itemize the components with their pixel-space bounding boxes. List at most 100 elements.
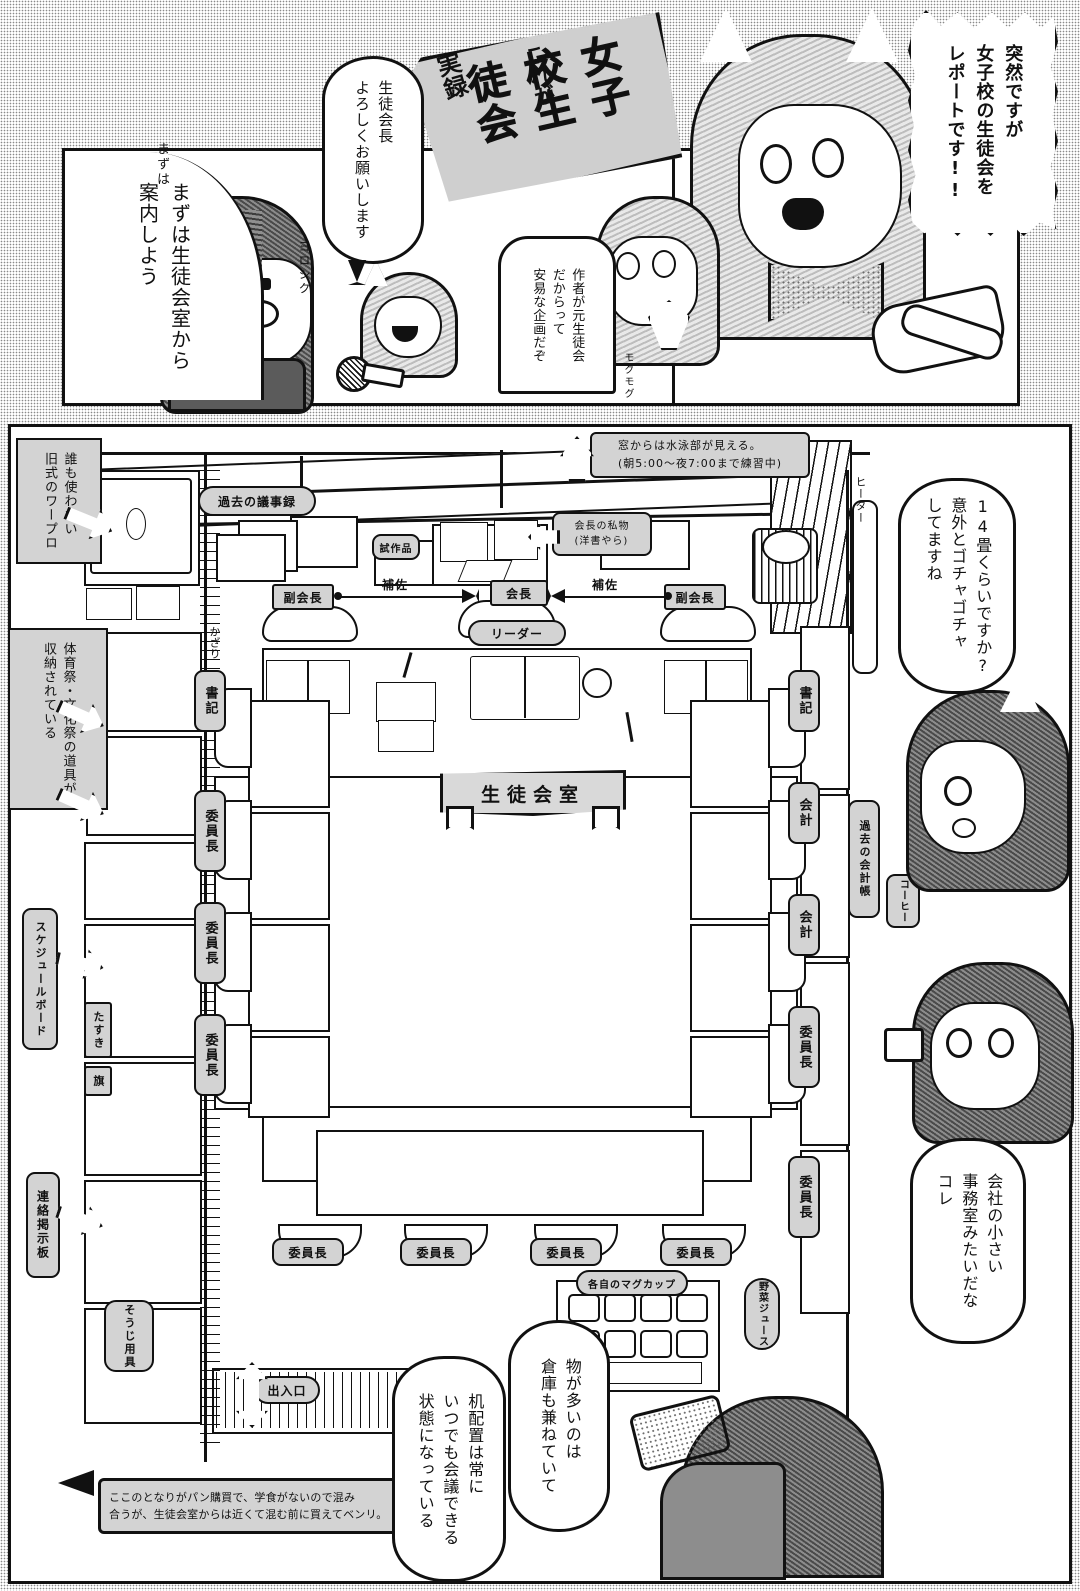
leadline-assist-right xyxy=(556,596,668,598)
tag-vice-president-left-text: 副会長 xyxy=(283,590,323,605)
wordprocessor-screen xyxy=(126,508,146,540)
tag-chair-r1: 委員長 xyxy=(788,1006,820,1088)
note-president-belongings: 会長の私物 (洋書やら) xyxy=(552,512,652,556)
desk-left-2 xyxy=(248,812,330,920)
character-right-upper-mouth xyxy=(952,818,976,838)
character-reporter-eye-right xyxy=(812,138,844,178)
note-wordprocessor: 誰も使わない 旧式のワープロ xyxy=(16,438,102,564)
tag-decorations-text: かざり xyxy=(208,626,221,659)
tag-vice-president-right-text: 副会長 xyxy=(675,590,715,605)
bubble-room-size: 14畳くらいですか? 意外とゴチャゴチャ してますね xyxy=(898,478,1016,694)
tag-chair-l3-text: 委員長 xyxy=(202,1032,218,1078)
tag-notice-board: 連絡掲示板 xyxy=(26,1172,60,1278)
bottom-note-arrow xyxy=(58,1470,94,1496)
tag-flag: 旗 xyxy=(84,1066,112,1096)
tag-accountant-2: 会計 xyxy=(788,894,820,956)
tag-entrance-text: 出入口 xyxy=(267,1383,307,1398)
character-reporter-mouth xyxy=(782,198,824,230)
tag-schedule-board-text: スケジュールボード xyxy=(34,920,47,1038)
tag-sash: たすき xyxy=(84,1002,112,1058)
tag-chair-r1-text: 委員長 xyxy=(796,1024,812,1070)
character-right-lower-eye-left xyxy=(946,1028,972,1058)
desk-right-3 xyxy=(690,924,772,1032)
tag-secretary-right-text: 書記 xyxy=(796,686,812,716)
bubble-intro-report-text: 突然ですが 女子校の生徒会を レポートです!! xyxy=(944,44,1024,202)
monitor-2 xyxy=(494,520,538,560)
note-president-belongings-text: 会長の私物 (洋書やら) xyxy=(574,521,630,547)
tag-mugs-text: 各自のマグカップ xyxy=(588,1279,676,1291)
tag-past-minutes-text: 過去の議事録 xyxy=(217,494,296,509)
sfx-yoroshiku: ヨロシク xyxy=(297,240,311,296)
open-book-1-spine xyxy=(524,656,526,718)
open-book-2-spine xyxy=(307,660,309,712)
tag-accountant-1-text: 会計 xyxy=(796,798,812,828)
tag-past-ledgers: 過去の会計帳 xyxy=(848,800,880,918)
mug-2 xyxy=(604,1294,636,1322)
tag-cleaning-tools-text: そうじ用具 xyxy=(123,1303,136,1369)
leadline-dot-right xyxy=(664,592,672,600)
character-reporter-face xyxy=(738,104,902,268)
tag-sash-text: たすき xyxy=(92,1010,105,1050)
bubble-intro-report: 突然ですが 女子校の生徒会を レポートです!! xyxy=(908,10,1058,236)
character-right-lower-eye-right xyxy=(988,1028,1014,1058)
room-name-banner-text: 生徒会室 xyxy=(480,783,585,806)
note-bread-shop-text: ここのとなりがパン購買で、学食がないので混み 合うが、生徒会室からは近くて混む前… xyxy=(109,1490,388,1521)
tag-vice-president-right: 副会長 xyxy=(664,584,726,610)
monitor-1 xyxy=(440,522,488,562)
character-reporter-ear-right xyxy=(846,8,898,62)
assist-left-label: 補佐 xyxy=(382,578,409,592)
bubble-desk-layout-text: 机配置は常に いつでも会議できる 状態になっている xyxy=(415,1392,485,1546)
chair-vice-president-left xyxy=(262,606,358,642)
desk-right-1 xyxy=(690,700,772,808)
bubble-storage-comment: 物が多いのは 倉庫も兼ねていて xyxy=(508,1320,610,1532)
binder-left-1 xyxy=(136,586,180,620)
character-eating-eye-left xyxy=(616,252,640,280)
paper-stack-left-1 xyxy=(86,588,132,620)
bubble-room-size-text: 14畳くらいですか? 意外とゴチャゴチャ してますね xyxy=(923,496,993,676)
tag-chair-b4-text: 委員長 xyxy=(676,1245,716,1260)
arrowhead-assist-left xyxy=(462,589,479,603)
sfx-mazuwa: まずは xyxy=(154,142,169,187)
tag-leader-text: リーダー xyxy=(490,626,543,641)
bubble-greeting-text: 生徒会長 よろしくお願いします xyxy=(353,80,395,240)
character-reporter-small-ear-left xyxy=(364,260,388,286)
mug-1 xyxy=(568,1294,600,1322)
tag-chair-r2: 委員長 xyxy=(788,1156,820,1238)
character-eating-face xyxy=(608,236,698,326)
tag-entrance: 出入口 xyxy=(254,1376,320,1404)
tag-chair-l3: 委員長 xyxy=(194,1014,226,1096)
tag-chair-l2: 委員長 xyxy=(194,902,226,984)
note-window-text: 窓からは水泳部が見える。 (朝5:00〜夜7:00まで練習中) xyxy=(618,439,782,470)
desk-right-4 xyxy=(690,1036,772,1118)
tag-chair-b2: 委員長 xyxy=(400,1238,472,1266)
bubble-guide-intro-text: まずは生徒会室から 案内しよう xyxy=(135,181,192,371)
bubble-greeting-tail xyxy=(348,260,366,285)
tag-coffee-text: コーヒー xyxy=(897,879,909,923)
desk-right-2 xyxy=(690,812,772,920)
microphone-icon xyxy=(336,356,372,392)
bubble-storage-comment-text: 物が多いのは 倉庫も兼ねていて xyxy=(538,1358,582,1494)
trash-contents xyxy=(762,530,810,564)
tag-vice-president-left: 副会長 xyxy=(272,584,334,610)
tag-decorations: かざり xyxy=(206,626,222,663)
tag-leader: リーダー xyxy=(468,620,566,646)
tag-chair-b3: 委員長 xyxy=(530,1238,602,1266)
bubble-office-comment-text: 会社の小さい 事務室みたいだな コレ xyxy=(934,1173,1004,1309)
tag-mugs: 各自のマグカップ xyxy=(576,1270,688,1296)
bubble-desk-layout: 机配置は常に いつでも会議できる 状態になっている xyxy=(392,1356,506,1582)
tag-chair-b4: 委員長 xyxy=(660,1238,732,1266)
tag-schedule-board: スケジュールボード xyxy=(22,908,58,1050)
tag-chair-b2-text: 委員長 xyxy=(416,1245,456,1260)
tag-heater: ヒーター xyxy=(852,476,868,528)
bookshelf-top-left xyxy=(290,516,358,568)
note-festival-gear-text: 体育祭・文化祭の道具が 収納されている xyxy=(41,642,76,796)
tag-secretary-right: 書記 xyxy=(788,670,820,732)
minutes-shelf xyxy=(216,534,286,582)
character-right-lower-face xyxy=(930,1002,1040,1110)
mug-8 xyxy=(676,1330,708,1358)
bubble-office-comment: 会社の小さい 事務室みたいだな コレ xyxy=(910,1138,1026,1344)
tag-president: 会長 xyxy=(490,580,548,606)
character-right-upper-eye xyxy=(944,776,972,806)
tag-chair-l1: 委員長 xyxy=(194,790,226,872)
note-window: 窓からは水泳部が見える。 (朝5:00〜夜7:00まで練習中) xyxy=(590,432,810,478)
